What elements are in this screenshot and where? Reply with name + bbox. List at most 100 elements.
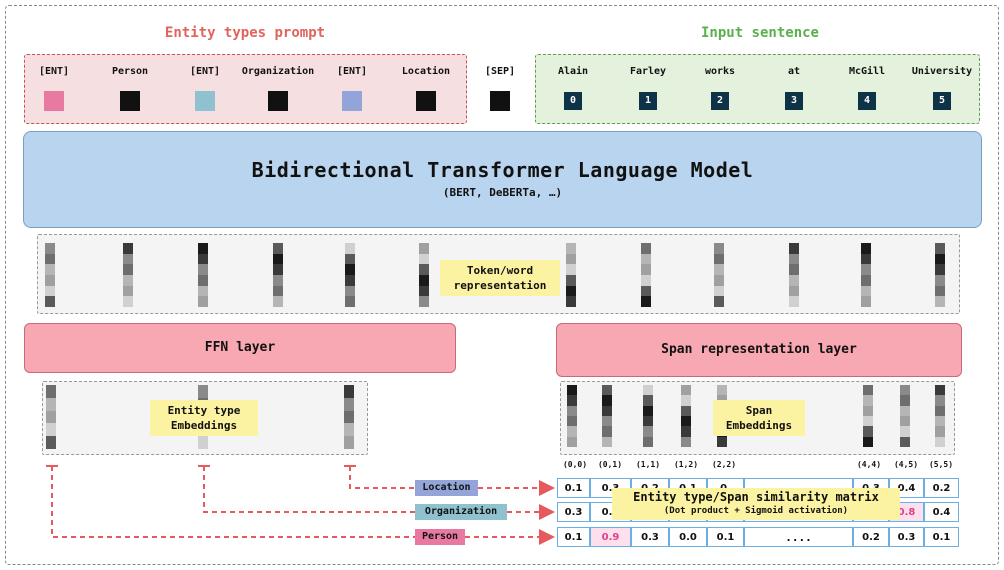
- sentence-word-index: 2: [711, 92, 729, 110]
- sentence-word-index: 4: [858, 92, 876, 110]
- matrix-cell: 0.2: [853, 527, 889, 547]
- vector-segment: [273, 253, 283, 265]
- vector-segment: [714, 296, 724, 307]
- matrix-cell: 0.9: [590, 527, 631, 547]
- vector-segment: [419, 264, 429, 275]
- vector-segment: [566, 264, 576, 275]
- vector-segment: [345, 296, 355, 307]
- vector-segment: [46, 385, 56, 398]
- vector-segment: [935, 395, 945, 406]
- vector-segment: [681, 436, 691, 447]
- sentence-word-label: works: [704, 66, 736, 77]
- matrix-subtitle: (Dot product + Sigmoid activation): [663, 506, 849, 516]
- span-index-label: (0,0): [562, 460, 588, 469]
- vector-segment: [643, 385, 653, 396]
- prompt-token-square: [268, 91, 288, 111]
- matrix-cell: 0.1: [557, 527, 590, 547]
- vector-segment: [935, 296, 945, 307]
- prompt-token-square: [120, 91, 140, 111]
- prompt-token-label: Location: [401, 66, 451, 77]
- sentence-word-index: 5: [933, 92, 951, 110]
- vector-segment: [900, 416, 910, 427]
- sentence-word-index: 3: [785, 92, 803, 110]
- vector-segment: [566, 243, 576, 254]
- matrix-cell: 0.1: [557, 478, 590, 498]
- prompt-token-label: Organization: [241, 66, 315, 77]
- vector-segment: [567, 436, 577, 447]
- vector-segment: [714, 264, 724, 275]
- vector-segment: [643, 416, 653, 427]
- vector-segment: [863, 416, 873, 427]
- vector-segment: [344, 397, 354, 411]
- person-tag: Person: [415, 529, 465, 545]
- transformer-title: Bidirectional Transformer Language Model: [251, 158, 754, 182]
- vector-segment: [273, 296, 283, 307]
- vector-segment: [123, 243, 133, 254]
- vector-segment: [714, 285, 724, 297]
- vector-segment: [273, 264, 283, 275]
- span-embedding-label: Span Embeddings: [713, 400, 805, 436]
- vector-segment: [567, 395, 577, 406]
- entity-embedding-label: Entity type Embeddings: [150, 400, 258, 436]
- organization-tag: Organization: [415, 504, 507, 520]
- vector-segment: [641, 264, 651, 275]
- matrix-cell: 0.3: [889, 527, 924, 547]
- prompt-token-label: [ENT]: [336, 66, 368, 77]
- vector-segment: [643, 405, 653, 416]
- vector-segment: [419, 253, 429, 265]
- vector-segment: [935, 426, 945, 437]
- vector-segment: [717, 385, 727, 396]
- vector-segment: [198, 436, 208, 449]
- vector-segment: [567, 416, 577, 427]
- vector-segment: [789, 253, 799, 265]
- vector-segment: [681, 385, 691, 396]
- matrix-cell: 0.2: [924, 478, 959, 498]
- vector-segment: [344, 385, 354, 398]
- vector-segment: [861, 253, 871, 265]
- span-index-label: (4,4): [856, 460, 882, 469]
- vector-segment: [935, 275, 945, 286]
- sep-token-square: [490, 91, 510, 111]
- vector-segment: [198, 264, 208, 275]
- vector-segment: [641, 296, 651, 307]
- vector-segment: [714, 243, 724, 254]
- sentence-word-label: at: [787, 66, 801, 77]
- vector-segment: [861, 264, 871, 275]
- ffn-layer: FFN layer: [24, 323, 456, 373]
- vector-segment: [123, 296, 133, 307]
- vector-segment: [198, 296, 208, 307]
- vector-segment: [900, 436, 910, 447]
- vector-segment: [46, 410, 56, 424]
- vector-segment: [345, 285, 355, 297]
- vector-segment: [45, 264, 55, 275]
- prompt-token-square: [416, 91, 436, 111]
- vector-segment: [641, 275, 651, 286]
- vector-segment: [45, 275, 55, 286]
- prompt-token-square: [195, 91, 215, 111]
- vector-segment: [935, 243, 945, 254]
- prompt-token-square: [342, 91, 362, 111]
- vector-segment: [643, 436, 653, 447]
- vector-segment: [900, 405, 910, 416]
- vector-segment: [863, 426, 873, 437]
- sentence-section-title: Input sentence: [700, 25, 819, 41]
- vector-segment: [345, 253, 355, 265]
- vector-segment: [602, 405, 612, 416]
- vector-segment: [566, 253, 576, 265]
- vector-segment: [863, 436, 873, 447]
- vector-segment: [198, 253, 208, 265]
- matrix-cell: 0.0: [669, 527, 707, 547]
- vector-segment: [273, 243, 283, 254]
- matrix-cell: 0.3: [557, 502, 590, 522]
- sep-label: [SEP]: [484, 66, 516, 77]
- vector-segment: [717, 436, 727, 447]
- sentence-word-label: Alain: [557, 66, 589, 77]
- vector-segment: [935, 385, 945, 396]
- vector-segment: [681, 416, 691, 427]
- span-index-label: (5,5): [928, 460, 954, 469]
- vector-segment: [198, 275, 208, 286]
- matrix-title-label: Entity type/Span similarity matrix (Dot …: [612, 488, 900, 520]
- vector-segment: [273, 275, 283, 286]
- matrix-title: Entity type/Span similarity matrix: [633, 490, 879, 504]
